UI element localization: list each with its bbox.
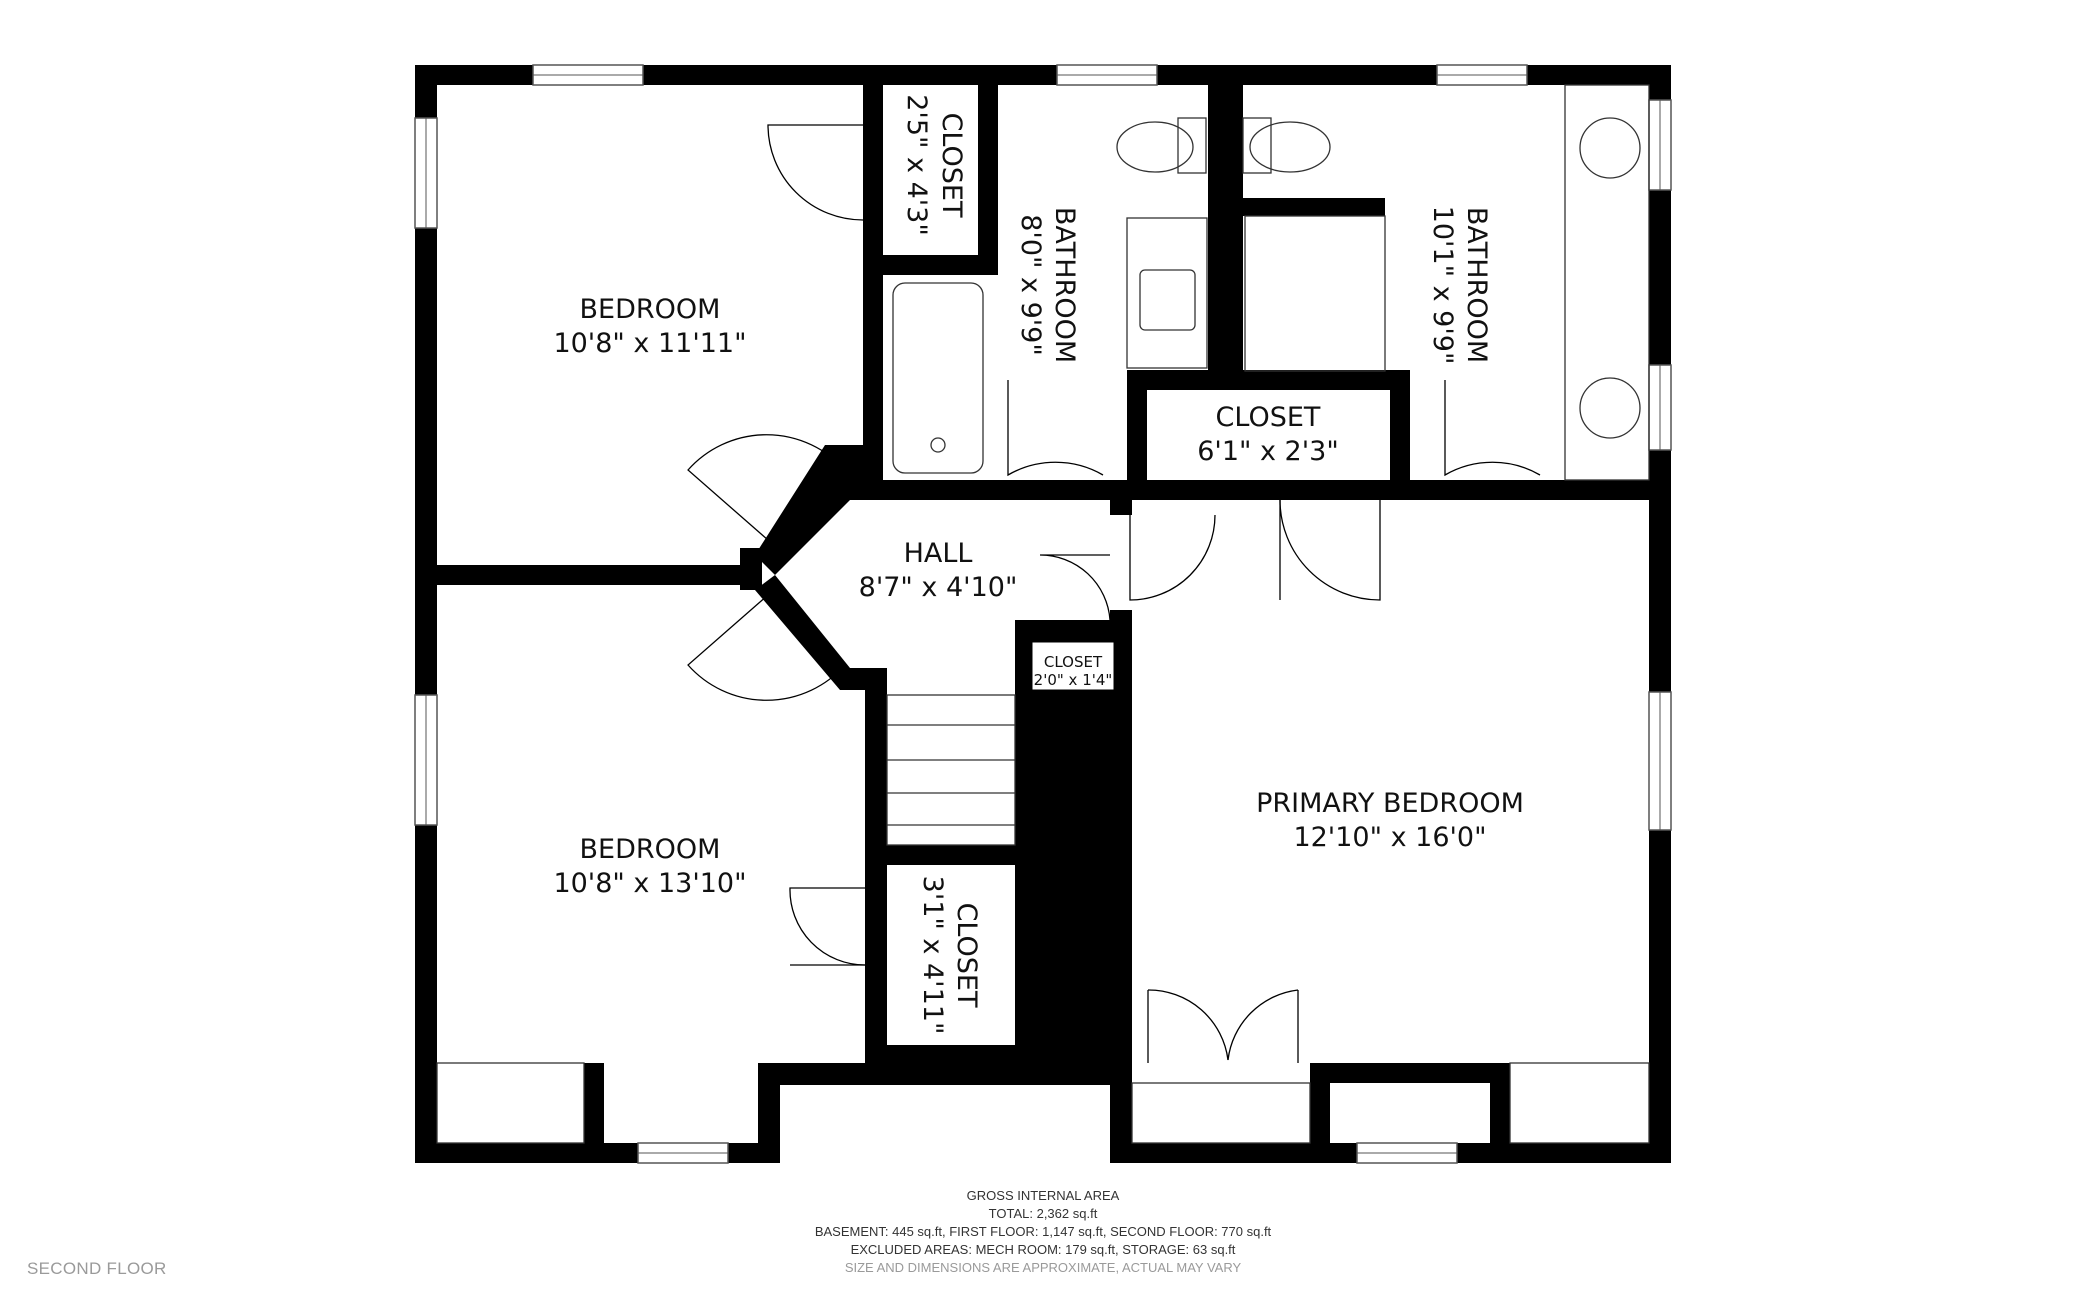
area-floors: BASEMENT: 445 sq.ft, FIRST FLOOR: 1,147 … bbox=[815, 1224, 1272, 1239]
closet-mid-name: CLOSET bbox=[1216, 402, 1321, 433]
primary-bedroom-dims: 12'10" x 16'0" bbox=[1293, 822, 1486, 853]
floor-label: SECOND FLOOR bbox=[27, 1259, 167, 1278]
closet-top-left-dims: 2'5" x 4'3" bbox=[901, 94, 932, 236]
hall-name: HALL bbox=[904, 538, 973, 569]
area-total: TOTAL: 2,362 sq.ft bbox=[989, 1206, 1098, 1221]
bathroom-left-dims: 8'0" x 9'9" bbox=[1015, 214, 1046, 356]
bedroom-top-name: BEDROOM bbox=[580, 294, 721, 325]
toilet bbox=[1116, 121, 1194, 173]
bedroom-top-dims: 10'8" x 11'11" bbox=[553, 328, 746, 359]
bedroom-bottom-name: BEDROOM bbox=[580, 834, 721, 865]
sink bbox=[1126, 217, 1208, 369]
area-excluded: EXCLUDED AREAS: MECH ROOM: 179 sq.ft, ST… bbox=[851, 1242, 1236, 1257]
closet-mid-dims: 6'1" x 2'3" bbox=[1197, 436, 1339, 467]
closet-bottom-name: CLOSET bbox=[951, 903, 982, 1008]
bathroom-left-name: BATHROOM bbox=[1049, 207, 1080, 363]
room-labels: BEDROOM 10'8" x 11'11" BEDROOM 10'8" x 1… bbox=[553, 94, 1523, 1034]
primary-bedroom-name: PRIMARY BEDROOM bbox=[1256, 788, 1524, 819]
area-summary: GROSS INTERNAL AREA TOTAL: 2,362 sq.ft B… bbox=[815, 1188, 1272, 1275]
bedroom-bottom-dims: 10'8" x 13'10" bbox=[553, 868, 746, 899]
closet-small-dims: 2'0" x 1'4" bbox=[1034, 671, 1113, 689]
fixtures bbox=[436, 84, 1650, 1144]
stairs bbox=[886, 694, 1016, 846]
bathtub bbox=[892, 282, 984, 474]
hall-dims: 8'7" x 4'10" bbox=[859, 572, 1018, 603]
doors bbox=[687, 124, 1541, 1063]
closet-small-name: CLOSET bbox=[1044, 653, 1103, 671]
area-disclaimer: SIZE AND DIMENSIONS ARE APPROXIMATE, ACT… bbox=[845, 1260, 1242, 1275]
walls bbox=[415, 65, 1671, 1163]
bathroom-right-name: BATHROOM bbox=[1461, 207, 1492, 363]
area-heading: GROSS INTERNAL AREA bbox=[967, 1188, 1120, 1203]
closet-bottom-dims: 3'1" x 4'11" bbox=[917, 876, 948, 1035]
bathroom-right-dims: 10'1" x 9'9" bbox=[1427, 206, 1458, 365]
closet-top-left-name: CLOSET bbox=[936, 113, 967, 218]
window-lines bbox=[425, 74, 1661, 1154]
